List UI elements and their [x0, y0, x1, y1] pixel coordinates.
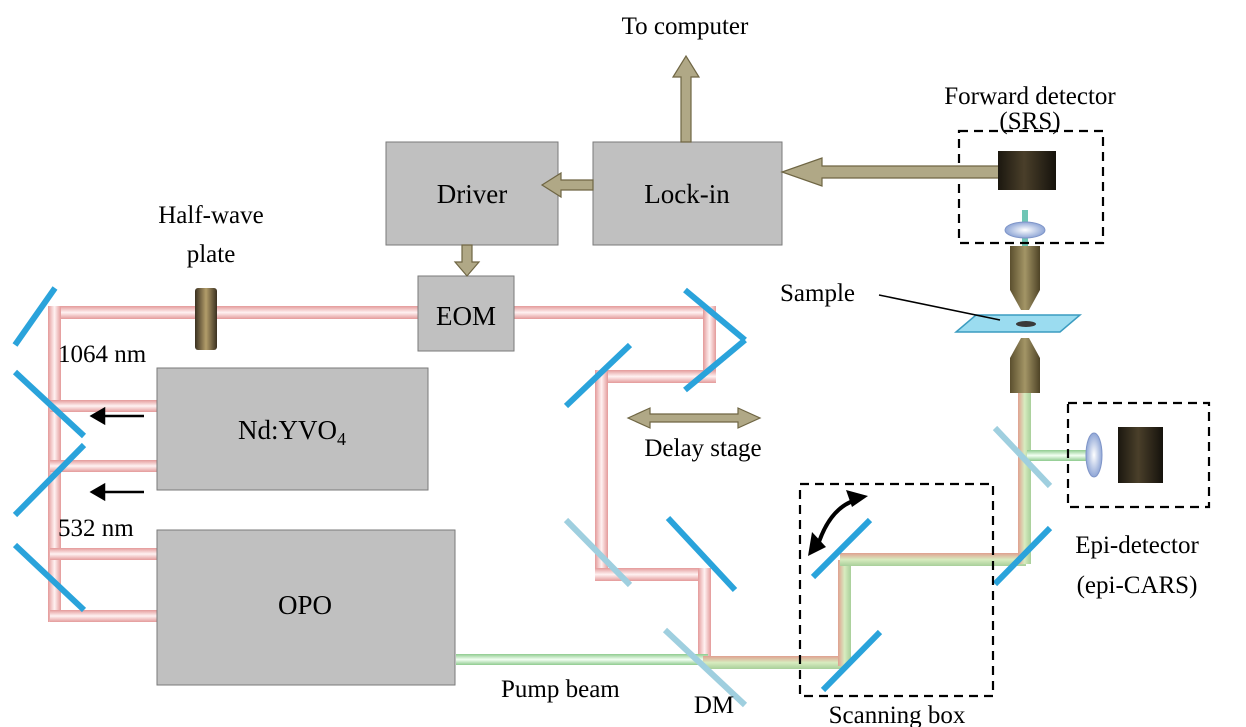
arrow-lockin-to-driver	[540, 171, 594, 199]
wavelength-532-label: 532 nm	[58, 515, 134, 542]
beam-paths	[48, 210, 1087, 669]
mirrors	[12, 286, 1053, 708]
driver-box: Driver	[385, 141, 559, 246]
sample-spot	[1016, 321, 1036, 327]
mirror-pass	[563, 517, 633, 588]
forward-detector-box	[957, 129, 1105, 245]
sample-pointer-line	[878, 294, 1001, 321]
forward-objective	[1010, 246, 1040, 310]
delay-stage-double-arrow	[626, 407, 762, 429]
epi-lens	[1085, 432, 1103, 478]
arrow-to-computer	[671, 54, 701, 143]
epi-cars-label: (epi-CARS)	[1077, 572, 1198, 599]
mirror-delay	[563, 342, 633, 409]
opo-box: OPO	[156, 529, 456, 686]
mirror-right-top-2	[683, 337, 747, 393]
sample-label: Sample	[780, 280, 855, 307]
wavelength-1064-label: 1064 nm	[58, 341, 147, 368]
laser-label: Nd:YVO4	[238, 415, 346, 449]
scan-mirror-1	[810, 517, 873, 580]
mirror-left-2	[12, 369, 87, 439]
arrow-driver-to-eom	[453, 244, 481, 277]
opo-label: OPO	[278, 590, 332, 620]
scan-rotation-arrow	[808, 490, 868, 556]
mirror-dm-upper	[665, 515, 738, 593]
mirror-left-4	[12, 542, 87, 613]
lockin-label: Lock-in	[644, 179, 730, 209]
mirror-left-top	[12, 286, 58, 347]
to-computer-label: To computer	[622, 13, 749, 40]
plate-label: plate	[187, 241, 236, 268]
epi-detector-label: Epi-detector	[1075, 532, 1199, 559]
direction-arrows	[89, 406, 144, 502]
mirror-epi-upper	[992, 425, 1053, 489]
mirror-left-3	[12, 442, 87, 518]
signal-arrows	[453, 54, 1001, 429]
eom-label: EOM	[436, 301, 496, 331]
laser-subscript: 4	[337, 429, 346, 449]
delay-stage-label: Delay stage	[644, 435, 761, 462]
scan-mirror-2	[820, 629, 883, 693]
epi-objective	[1010, 338, 1040, 393]
lockin-box: Lock-in	[592, 141, 783, 246]
eom-box: EOM	[417, 275, 515, 352]
dm-label: DM	[694, 692, 734, 719]
forward-detector	[998, 151, 1056, 190]
laser-box: Nd:YVO4	[156, 367, 429, 491]
half-wave-plate	[195, 288, 217, 350]
arrow-detector-to-lockin	[780, 157, 1001, 187]
pump-beam-label: Pump beam	[501, 676, 620, 703]
scanning-box-outline	[798, 482, 995, 698]
forward-lens	[1004, 221, 1046, 239]
driver-label: Driver	[437, 179, 507, 209]
dichroic-mirror	[662, 627, 748, 708]
scanning-box-label: Scanning box	[829, 702, 966, 727]
laser-name: Nd:YVO	[238, 415, 337, 445]
mirror-epi-lower	[992, 525, 1053, 587]
mirror-right-top-1	[683, 287, 747, 343]
epi-detector	[1118, 427, 1163, 483]
srs-label: (SRS)	[999, 108, 1060, 135]
forward-detector-label: Forward detector	[944, 83, 1116, 110]
half-wave-label: Half-wave	[158, 202, 264, 229]
epi-detector-box	[1066, 401, 1211, 509]
